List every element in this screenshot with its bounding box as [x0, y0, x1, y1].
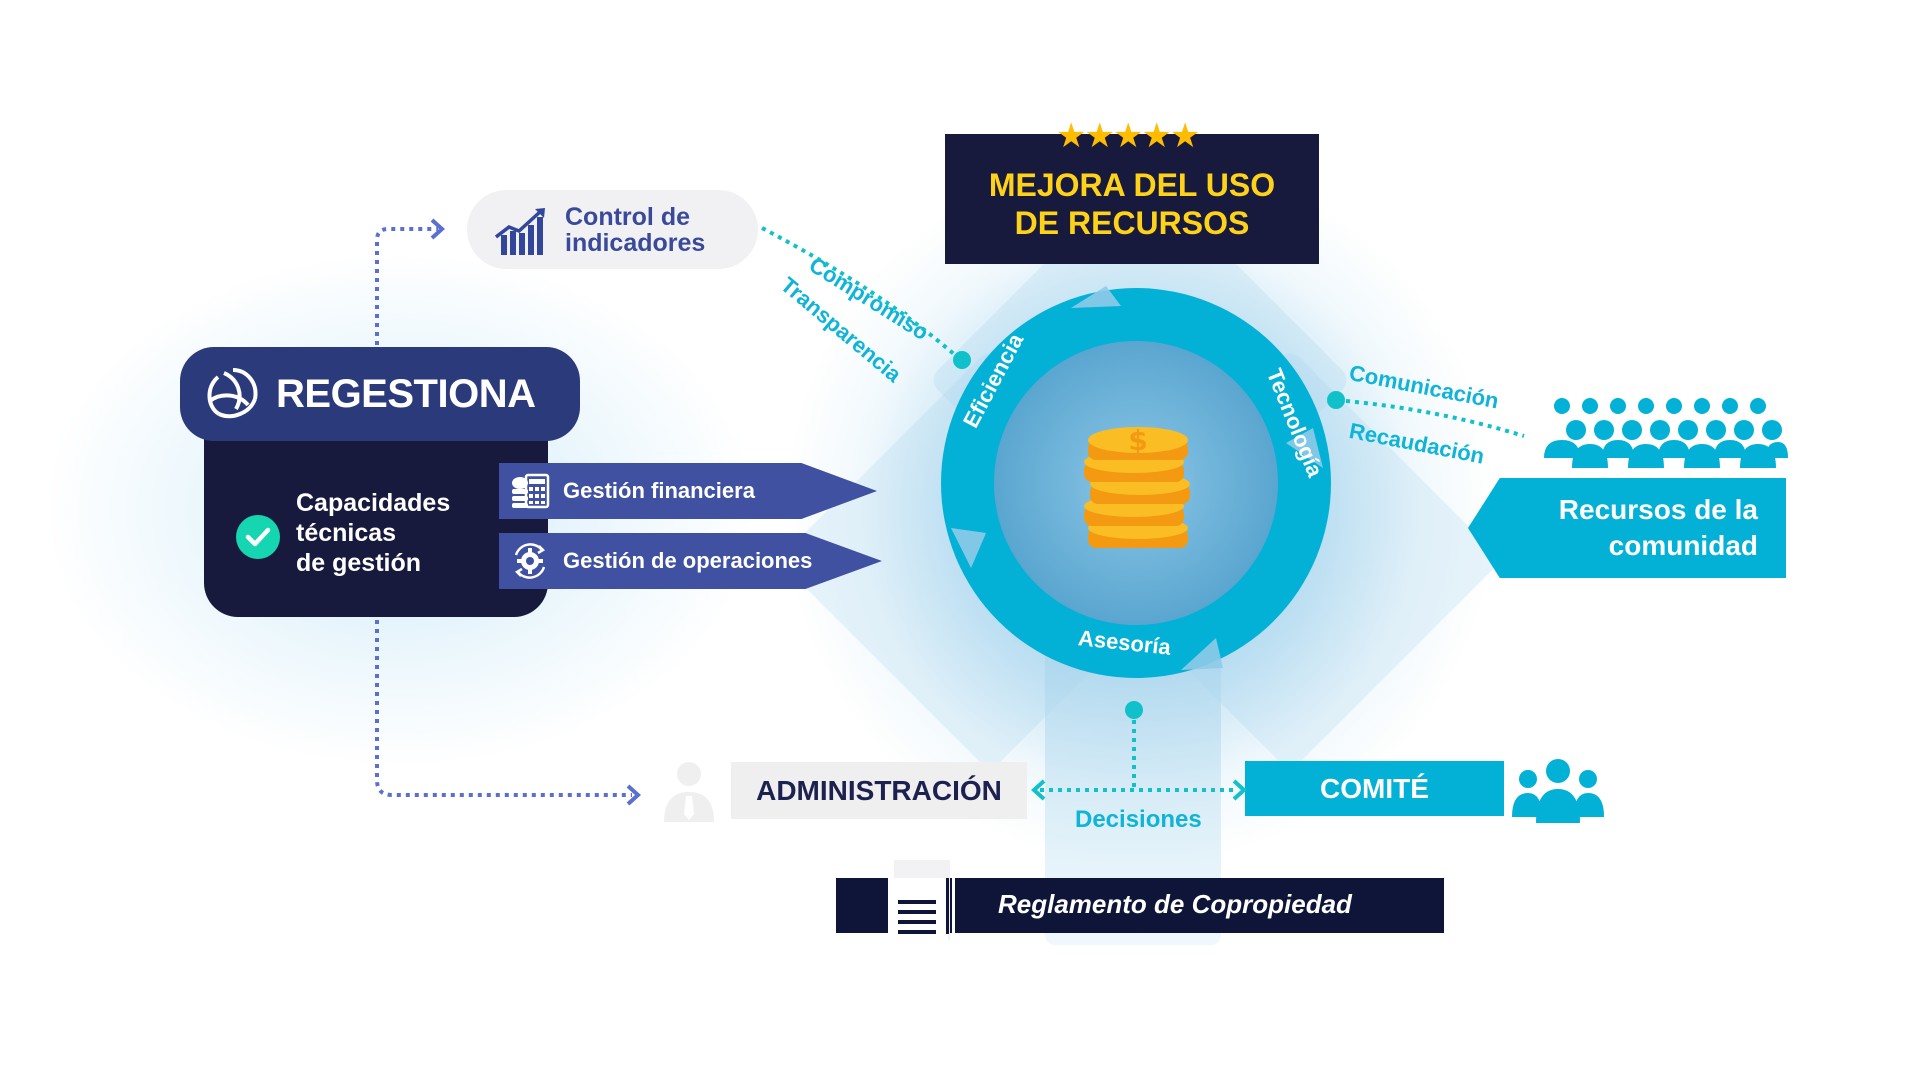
capabilities-line: de gestión: [296, 549, 422, 577]
arrow-to-control: [430, 218, 445, 240]
control-indicators-label: Control de indicadores: [565, 204, 705, 256]
decisions-label: Decisiones: [1075, 806, 1202, 833]
control-indicators-card: Control de indicadores: [467, 190, 758, 269]
gear-cycle-icon: [509, 540, 551, 582]
coin-stack-icon: $: [1084, 424, 1190, 548]
arrow-to-admin: [626, 784, 641, 806]
goal-line: MEJORA DEL USO: [988, 167, 1276, 203]
community-line: comunidad: [1608, 530, 1758, 561]
node-control-ring: [953, 351, 971, 369]
community-line: Recursos de la: [1558, 494, 1758, 525]
brand-name: REGESTIONA: [276, 371, 536, 416]
brand-header: REGESTIONA: [180, 347, 580, 441]
tag-financial-management: Gestión financiera: [499, 463, 877, 519]
control-line: indicadores: [565, 228, 706, 257]
capabilities-text: Capacidades técnicas de gestión: [296, 488, 450, 578]
cycle-arrow-top: [1071, 286, 1121, 308]
cycle-arrow-right: [1286, 428, 1323, 468]
goal-line: DE RECURSOS: [1014, 205, 1250, 241]
community-resources-label: Recursos de la comunidad: [1559, 492, 1758, 564]
node-ring-decisions: [1125, 701, 1143, 719]
growth-chart-icon: [495, 205, 553, 255]
cycle-arrow-bottom: [1181, 638, 1223, 670]
tag-label: Gestión de operaciones: [563, 548, 813, 573]
goal-title: MEJORA DEL USO DE RECURSOS: [989, 166, 1275, 242]
document-icon: [888, 860, 955, 952]
regulation-label: Reglamento de Copropiedad: [998, 889, 1352, 919]
businessman-icon: [664, 762, 714, 822]
connector-ring-community: [1345, 399, 1525, 438]
tag-operations-management: Gestión de operaciones: [499, 533, 882, 589]
administration-box: ADMINISTRACIÓN: [731, 762, 1027, 819]
administration-label: ADMINISTRACIÓN: [756, 774, 1002, 806]
arrow-to-comite: [1232, 779, 1247, 801]
control-line: Control de: [565, 202, 690, 231]
capabilities-line: Capacidades: [296, 489, 451, 517]
check-circle-icon: [236, 515, 280, 559]
arrow-to-admin-side: [1031, 779, 1046, 801]
community-resources-box: Recursos de la comunidad: [1468, 478, 1786, 578]
committee-label: COMITÉ: [1320, 772, 1429, 804]
capabilities-line: técnicas: [296, 519, 397, 547]
connector-to-control: [375, 227, 438, 345]
crowd-icon: [1544, 398, 1788, 468]
tag-label: Gestión financiera: [563, 478, 755, 503]
committee-box: COMITÉ: [1245, 761, 1504, 816]
star-rating-icon: ★★★★★: [1056, 117, 1200, 155]
calculator-coins-icon: [509, 470, 551, 512]
group-icon: [1512, 759, 1604, 823]
knot-logo-icon: [202, 365, 264, 423]
connector-to-admin: [375, 620, 632, 797]
svg-text:$: $: [1128, 424, 1147, 457]
goal-box: MEJORA DEL USO DE RECURSOS: [945, 134, 1319, 264]
cycle-arrow-left: [951, 528, 986, 568]
node-ring-community: [1327, 391, 1345, 409]
connector-control-ring: [761, 226, 957, 357]
